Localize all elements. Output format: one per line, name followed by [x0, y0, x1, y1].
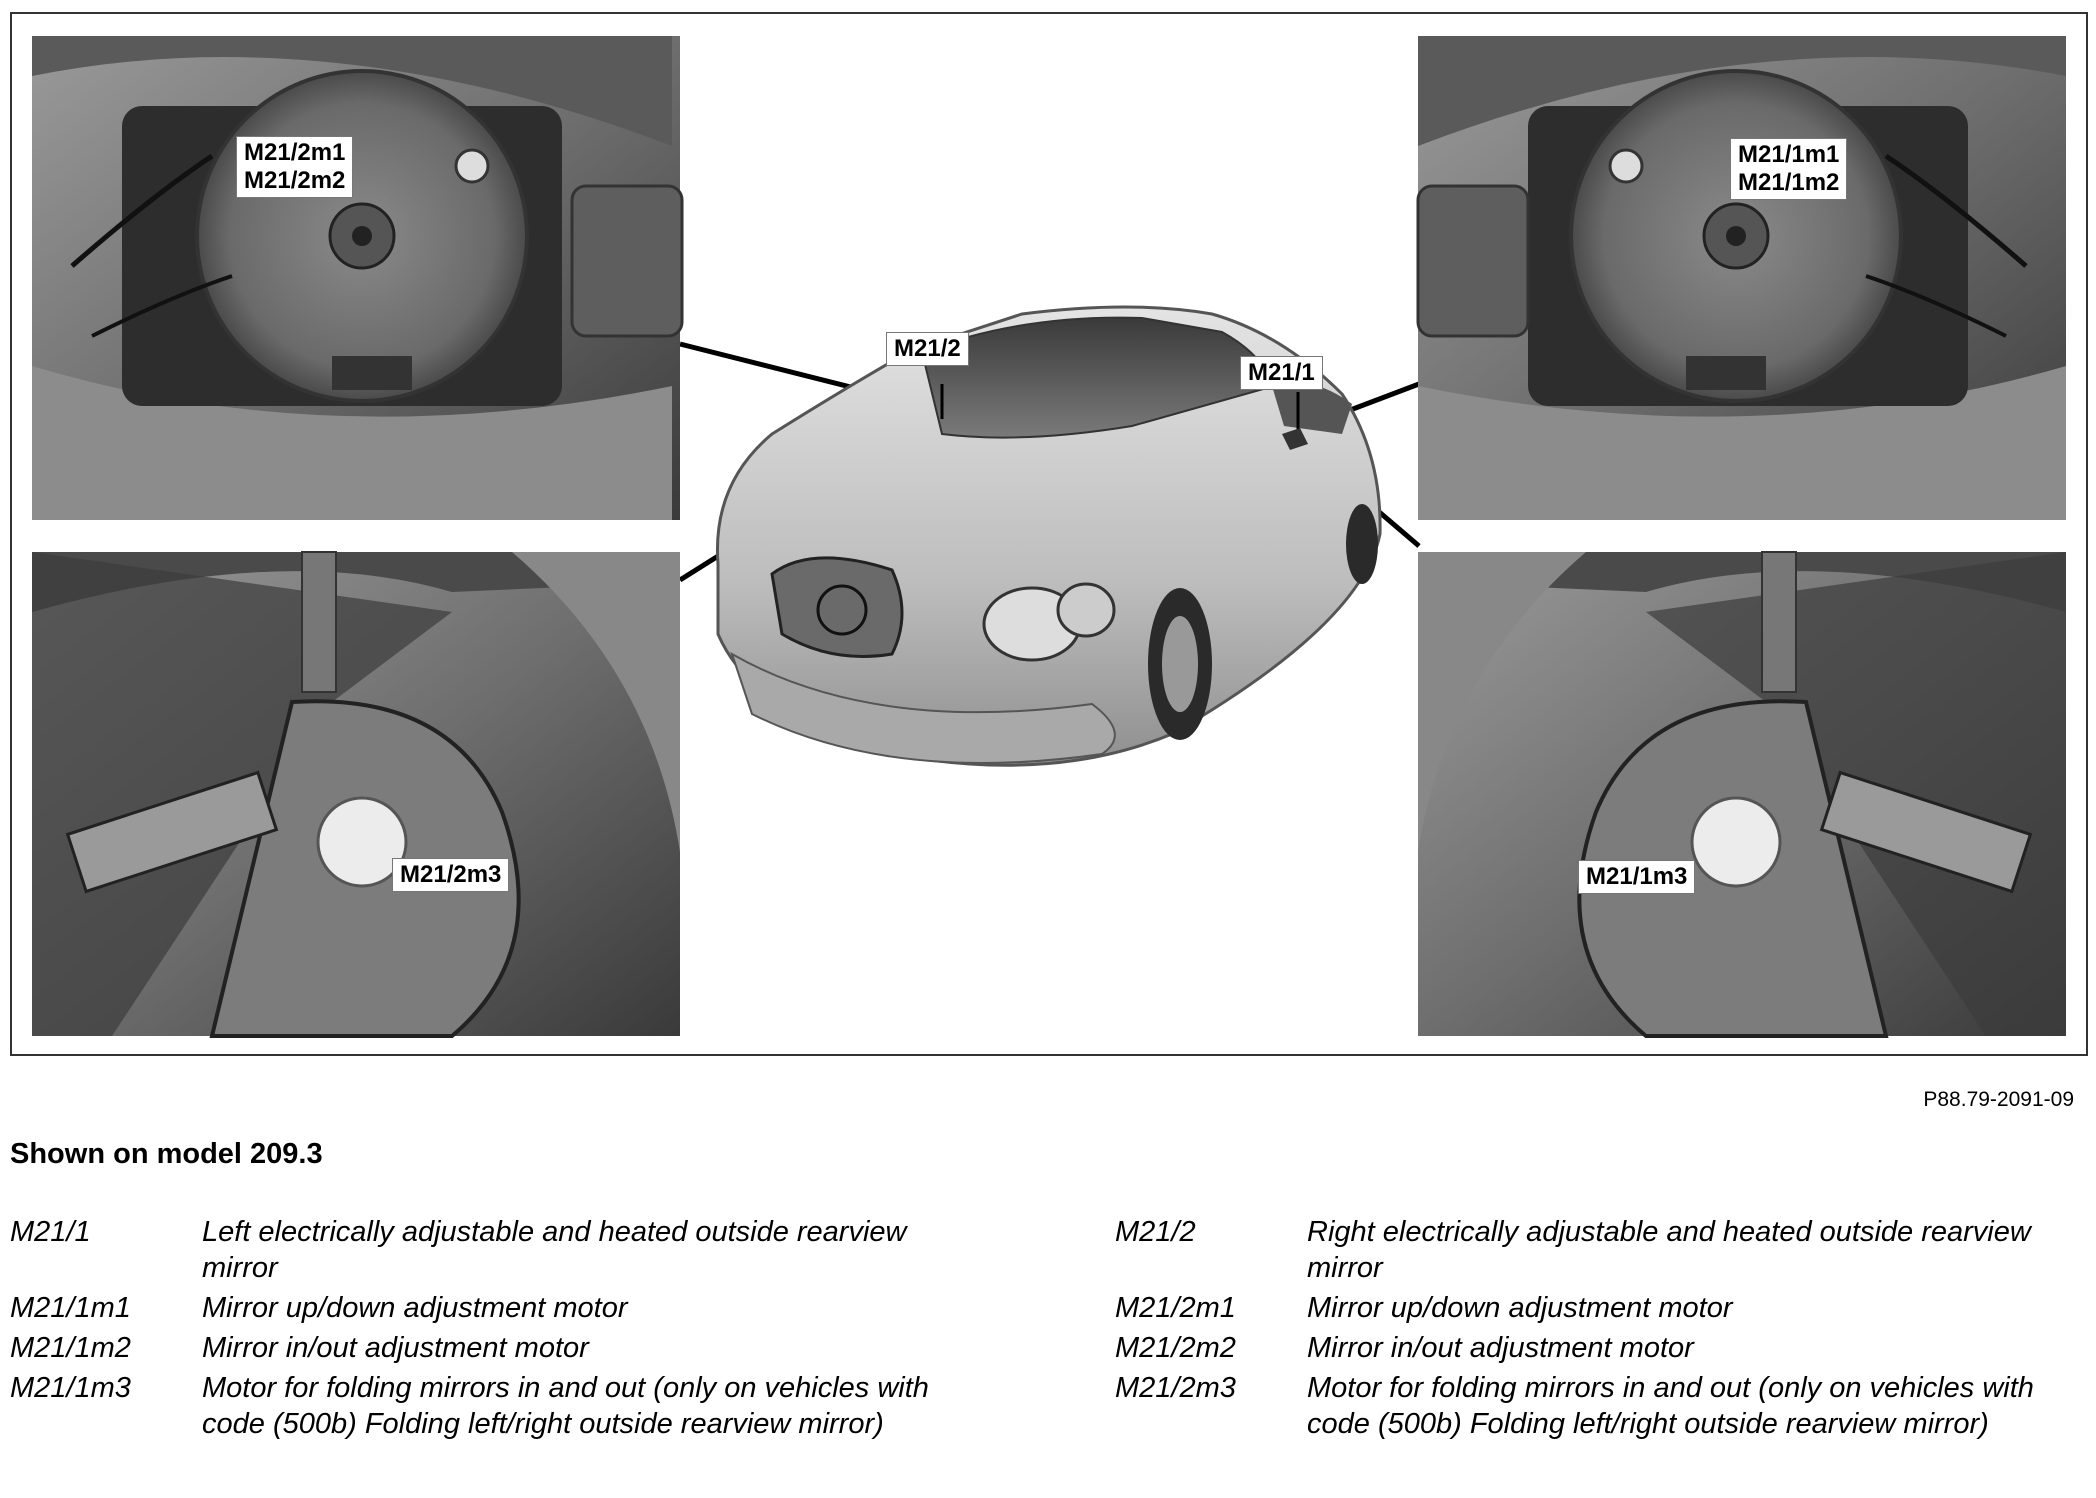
label-m21-2m3: M21/2m3: [392, 858, 510, 892]
legend-code: M21/2m1: [1115, 1292, 1236, 1324]
legend-code: M21/2m3: [1115, 1372, 1236, 1404]
figure-caption: Shown on model 209.3: [10, 1138, 323, 1170]
legend-desc: Mirror up/down adjustment motor: [202, 1292, 628, 1324]
label-m21-1m3: M21/1m3: [1578, 860, 1696, 894]
legend-desc: Left electrically adjustable and heated …: [202, 1216, 907, 1284]
legend-right: M21/2 Right electrically adjustable and …: [1115, 1214, 2096, 1446]
legend-code: M21/1: [10, 1216, 91, 1248]
label-m21-1: M21/1: [1240, 356, 1323, 390]
diagram-artwork: [32, 36, 2066, 1038]
legend-desc: Mirror in/out adjustment motor: [202, 1332, 589, 1364]
diagram-figure: M21/2 M21/1 M21/2m1 M21/2m2 M21/1m1 M21/…: [10, 12, 2088, 1056]
label-top-right-motors: M21/1m1 M21/1m2: [1730, 138, 1848, 200]
legend-row: M21/1m3 Motor for folding mirrors in and…: [10, 1370, 1010, 1442]
legend-row: M21/1 Left electrically adjustable and h…: [10, 1214, 1010, 1286]
figure-id: P88.79-2091-09: [1923, 1088, 2074, 1111]
legend-code: M21/2m2: [1115, 1332, 1236, 1364]
legend-code: M21/1m2: [10, 1332, 131, 1364]
photo-top-left: [32, 36, 684, 520]
legend-desc: Mirror up/down adjustment motor: [1307, 1292, 1733, 1324]
car-illustration: [715, 305, 1382, 767]
label-m21-2: M21/2: [886, 332, 969, 366]
photo-top-right: [1416, 36, 2066, 520]
legend-desc: Motor for folding mirrors in and out (on…: [202, 1372, 929, 1440]
photo-bottom-right: [1418, 551, 2066, 1038]
label-m21-1m1: M21/1m1: [1738, 141, 1840, 168]
legend-row: M21/2m1 Mirror up/down adjustment motor: [1115, 1290, 2096, 1326]
legend-left: M21/1 Left electrically adjustable and h…: [10, 1214, 1010, 1446]
label-m21-2m2: M21/2m2: [244, 167, 346, 194]
photo-bottom-left: [32, 551, 680, 1038]
legend-row: M21/2m2 Mirror in/out adjustment motor: [1115, 1330, 2096, 1366]
legend-row: M21/1m2 Mirror in/out adjustment motor: [10, 1330, 1010, 1366]
label-m21-2m1: M21/2m1: [244, 139, 346, 166]
legend-desc: Motor for folding mirrors in and out (on…: [1307, 1372, 2034, 1440]
legend-row: M21/2m3 Motor for folding mirrors in and…: [1115, 1370, 2096, 1442]
legend-desc: Right electrically adjustable and heated…: [1307, 1216, 2031, 1284]
label-top-left-motors: M21/2m1 M21/2m2: [236, 136, 354, 198]
legend-row: M21/1m1 Mirror up/down adjustment motor: [10, 1290, 1010, 1326]
legend-code: M21/2: [1115, 1216, 1196, 1248]
label-m21-1m2: M21/1m2: [1738, 169, 1840, 196]
legend-code: M21/1m1: [10, 1292, 131, 1324]
legend-row: M21/2 Right electrically adjustable and …: [1115, 1214, 2096, 1286]
legend-desc: Mirror in/out adjustment motor: [1307, 1332, 1694, 1364]
legend-code: M21/1m3: [10, 1372, 131, 1404]
